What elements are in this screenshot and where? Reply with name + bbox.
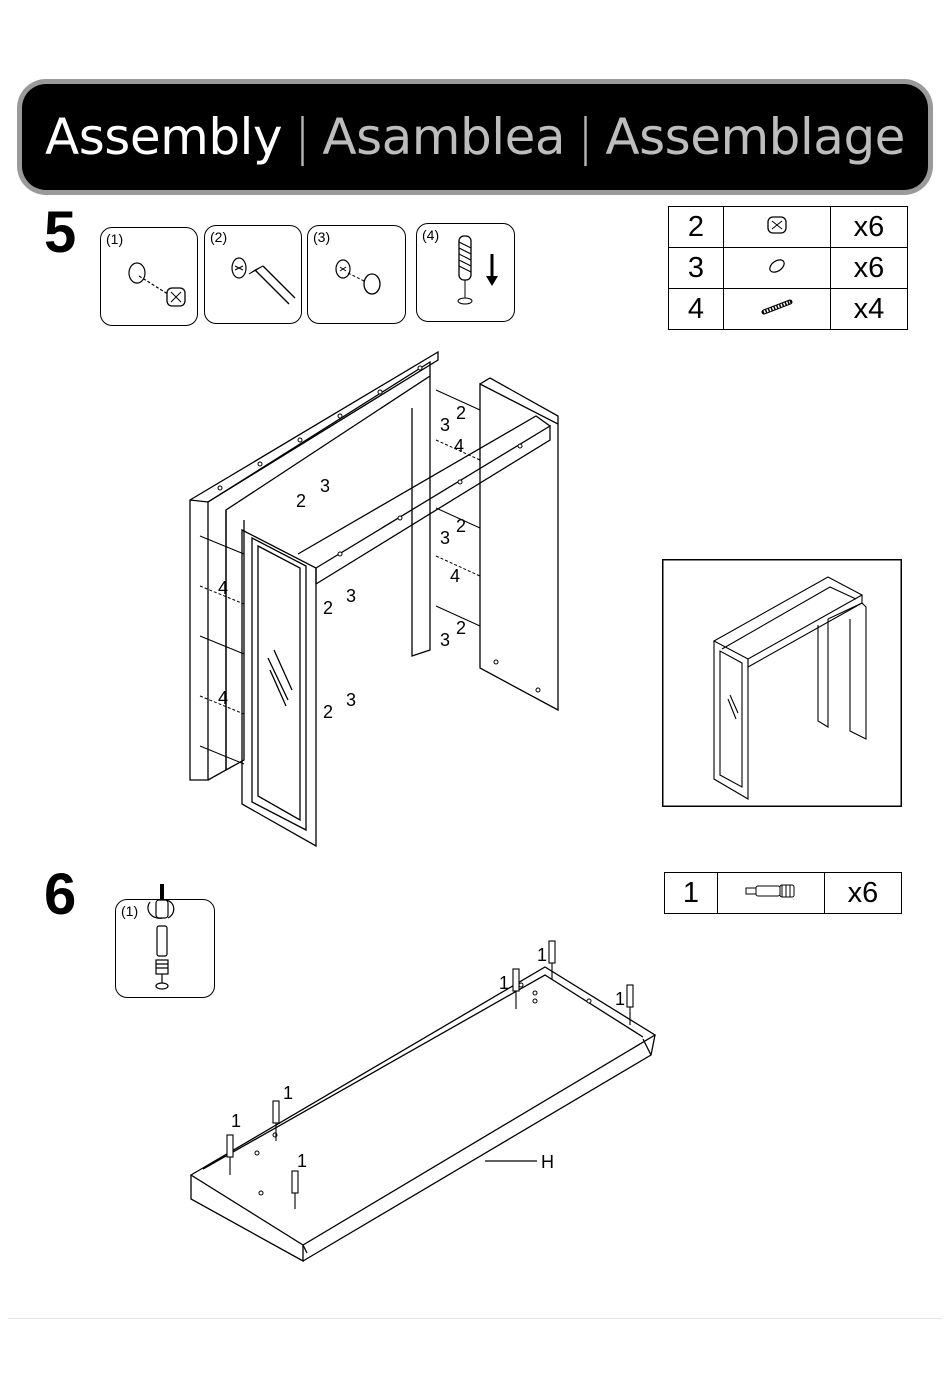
callout-1: 1 bbox=[297, 1151, 307, 1171]
callout-1: 1 bbox=[615, 989, 625, 1009]
callout-3: 3 bbox=[440, 528, 450, 548]
part-qty: x6 bbox=[825, 873, 902, 914]
parts-table-step5: 2 x6 3 x6 4 x4 bbox=[668, 206, 908, 330]
header-banner: Assembly | Asamblea | Assemblage bbox=[22, 84, 928, 190]
parts-row: 3 x6 bbox=[669, 248, 908, 289]
step-6-number: 6 bbox=[44, 866, 76, 924]
substep-5-1: (1) bbox=[100, 227, 198, 326]
callout-4: 4 bbox=[218, 578, 228, 598]
callout-2: 2 bbox=[456, 618, 466, 638]
parts-row: 1 x6 bbox=[665, 873, 902, 914]
title-english: Assembly bbox=[45, 108, 282, 166]
part-id: 2 bbox=[669, 207, 724, 248]
parts-row: 4 x4 bbox=[669, 289, 908, 330]
part-qty: x6 bbox=[831, 248, 908, 289]
callout-2: 2 bbox=[456, 516, 466, 536]
parts-table-step6: 1 x6 bbox=[664, 872, 902, 914]
parts-row: 2 x6 bbox=[669, 207, 908, 248]
callout-3: 3 bbox=[346, 690, 356, 710]
part-qty: x4 bbox=[831, 289, 908, 330]
callout-1: 1 bbox=[283, 1083, 293, 1103]
substep-label: (1) bbox=[121, 903, 138, 919]
callout-2: 2 bbox=[296, 491, 306, 511]
substep-5-4: (4) bbox=[416, 223, 515, 322]
callout-1: 1 bbox=[499, 973, 509, 993]
footer-divider bbox=[8, 1318, 942, 1319]
callout-4: 4 bbox=[454, 436, 464, 456]
callout-4: 4 bbox=[218, 688, 228, 708]
callout-2: 2 bbox=[323, 702, 333, 722]
callout-3: 3 bbox=[440, 630, 450, 650]
part-image-cell bbox=[724, 248, 831, 289]
dowel-screw-insert-icon bbox=[140, 880, 190, 996]
substep-label: (3) bbox=[313, 229, 330, 245]
title-separator: | bbox=[577, 108, 593, 166]
callout-3: 3 bbox=[320, 476, 330, 496]
cam-bolt-icon bbox=[760, 296, 794, 318]
cam-lock-icon bbox=[763, 214, 791, 236]
part-id: 1 bbox=[665, 873, 718, 914]
callout-3: 3 bbox=[440, 415, 450, 435]
step6-board-h: 1 1 1 1 1 1 H bbox=[185, 935, 665, 1265]
callout-2: 2 bbox=[323, 598, 333, 618]
substep-5-2: (2) bbox=[204, 225, 302, 324]
substep-label: (4) bbox=[422, 227, 439, 243]
part-id: 4 bbox=[669, 289, 724, 330]
callout-3: 3 bbox=[346, 586, 356, 606]
title-spanish: Asamblea bbox=[322, 108, 565, 166]
callout-1: 1 bbox=[537, 945, 547, 965]
step-5-number: 5 bbox=[44, 204, 76, 262]
part-qty: x6 bbox=[831, 207, 908, 248]
callout-4: 4 bbox=[450, 566, 460, 586]
callout-2: 2 bbox=[456, 403, 466, 423]
substep-5-3: (3) bbox=[307, 225, 406, 324]
step5-exploded-view: 2 3 2 3 2 3 4 4 3 2 4 3 2 4 3 2 bbox=[180, 340, 580, 855]
substep-label: (1) bbox=[106, 231, 123, 247]
title-french: Assemblage bbox=[605, 108, 905, 166]
step5-assembled-preview bbox=[662, 559, 902, 807]
part-image-cell bbox=[718, 873, 825, 914]
substep-label: (2) bbox=[210, 229, 227, 245]
part-image-cell bbox=[724, 207, 831, 248]
part-id: 3 bbox=[669, 248, 724, 289]
wood-dowel-cam-pin-icon bbox=[742, 880, 800, 902]
title-separator: | bbox=[294, 108, 310, 166]
cam-cover-icon bbox=[763, 255, 791, 277]
panel-label-h: H bbox=[541, 1152, 554, 1172]
part-image-cell bbox=[724, 289, 831, 330]
callout-1: 1 bbox=[231, 1111, 241, 1131]
